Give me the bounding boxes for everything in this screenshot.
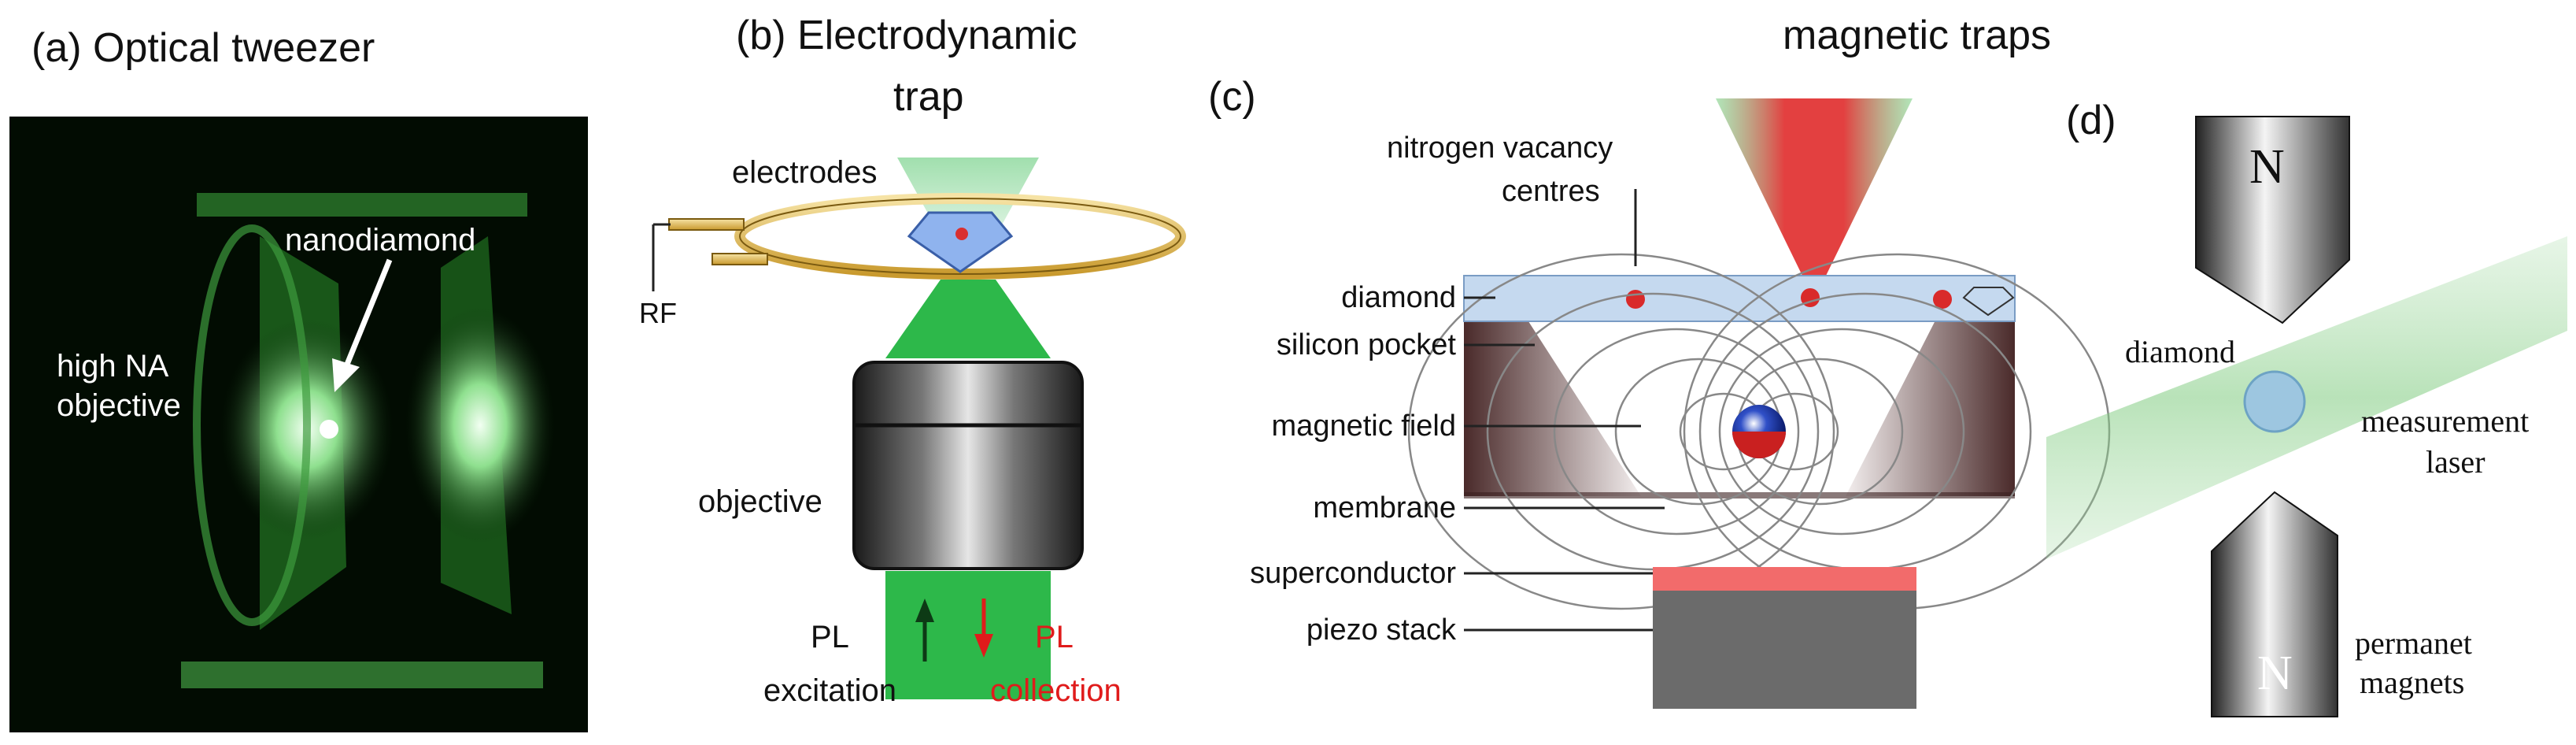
- label-diamond: diamond: [1341, 281, 1456, 314]
- magnet-top-letter: N: [2249, 140, 2285, 194]
- label-objective: objective: [698, 484, 822, 519]
- panel-b-title-line2: trap: [893, 74, 964, 120]
- panel-a-title: (a) Optical tweezer: [31, 25, 375, 71]
- laser-cone: [1716, 98, 1913, 276]
- photo-rail-bottom: [181, 662, 543, 688]
- electrode-lead-bottom: [711, 253, 768, 265]
- label-pl-collection-line2: collection: [990, 673, 1122, 708]
- nanodiamond-arrowhead: [332, 358, 360, 392]
- electrode-lead-top: [668, 218, 745, 231]
- collection-arrowhead: [974, 634, 993, 658]
- magnet-bottom: [2211, 491, 2338, 717]
- objective-lens: [852, 361, 1084, 570]
- magnetic-traps-header: magnetic traps: [1783, 13, 2051, 58]
- label-measurement-line1: measurement: [2361, 403, 2529, 439]
- label-electrodes: electrodes: [732, 155, 878, 190]
- piezo-stack: [1653, 591, 1916, 709]
- panel-c-title: (c): [1208, 74, 1256, 120]
- label-rf: RF: [639, 297, 677, 329]
- label-pl-excitation-line2: excitation: [763, 673, 896, 708]
- levitated-magnet-south: [1732, 432, 1786, 458]
- label-pl-collection-line1: PL: [1035, 620, 1074, 654]
- measurement-laser-beam: [2046, 236, 2567, 559]
- excitation-arrowhead: [915, 599, 934, 622]
- label-membrane: membrane: [1313, 491, 1456, 524]
- panel-a: (a) Optical tweezer nanodiamond high NA …: [9, 25, 588, 732]
- label-objective-line2: objective: [57, 388, 181, 423]
- label-superconductor: superconductor: [1250, 557, 1456, 590]
- panel-d-title: (d): [2066, 98, 2116, 143]
- label-nv-line1: nitrogen vacancy: [1387, 132, 1613, 165]
- panel-b-title-line1: (b) Electrodynamic: [736, 13, 1077, 58]
- trapped-diamond: [907, 211, 1014, 273]
- label-measurement-line2: laser: [2426, 444, 2485, 480]
- silicon-pocket-right: [1846, 319, 2015, 496]
- nanodiamond-arrow: [342, 258, 393, 372]
- nv-centre-1: [1626, 290, 1645, 309]
- label-objective-line1: high NA: [57, 349, 169, 384]
- panel-d: (d) N N diamond measurement laser perman…: [2046, 98, 2567, 717]
- label-nv-line2: centres: [1502, 175, 1600, 208]
- label-nanodiamond: nanodiamond: [285, 223, 475, 258]
- label-magnets-line2: magnets: [2360, 665, 2464, 700]
- beam-cone-lower: [885, 280, 1051, 358]
- label-magnetic-field: magnetic field: [1272, 410, 1456, 443]
- panel-c: (c): [1208, 74, 2111, 709]
- label-piezo-stack: piezo stack: [1306, 613, 1457, 647]
- trapped-diamond-nv: [955, 228, 968, 240]
- levitated-diamond: [2243, 370, 2306, 433]
- label-magnets-line1: permanet: [2355, 625, 2472, 661]
- electrode-ring-outline: [739, 198, 1181, 275]
- magnet-top: [2195, 116, 2350, 324]
- label-silicon-pocket: silicon pocket: [1277, 328, 1457, 361]
- diamond-icon: [1962, 287, 2015, 317]
- label-pl-excitation-line1: PL: [811, 620, 849, 654]
- photo-rail-top: [197, 193, 527, 217]
- objective-glow-right: [405, 307, 555, 543]
- panel-b: (b) Electrodynamic trap RF electrodes ob…: [639, 13, 1186, 708]
- nv-centre-3: [1933, 290, 1952, 309]
- label-diamond-d: diamond: [2125, 334, 2235, 369]
- chamber-ring: [193, 224, 311, 626]
- beam-below: [885, 571, 1051, 699]
- superconductor: [1653, 567, 1916, 591]
- nanodiamond-dot: [320, 420, 338, 439]
- magnet-bottom-letter: N: [2257, 647, 2293, 700]
